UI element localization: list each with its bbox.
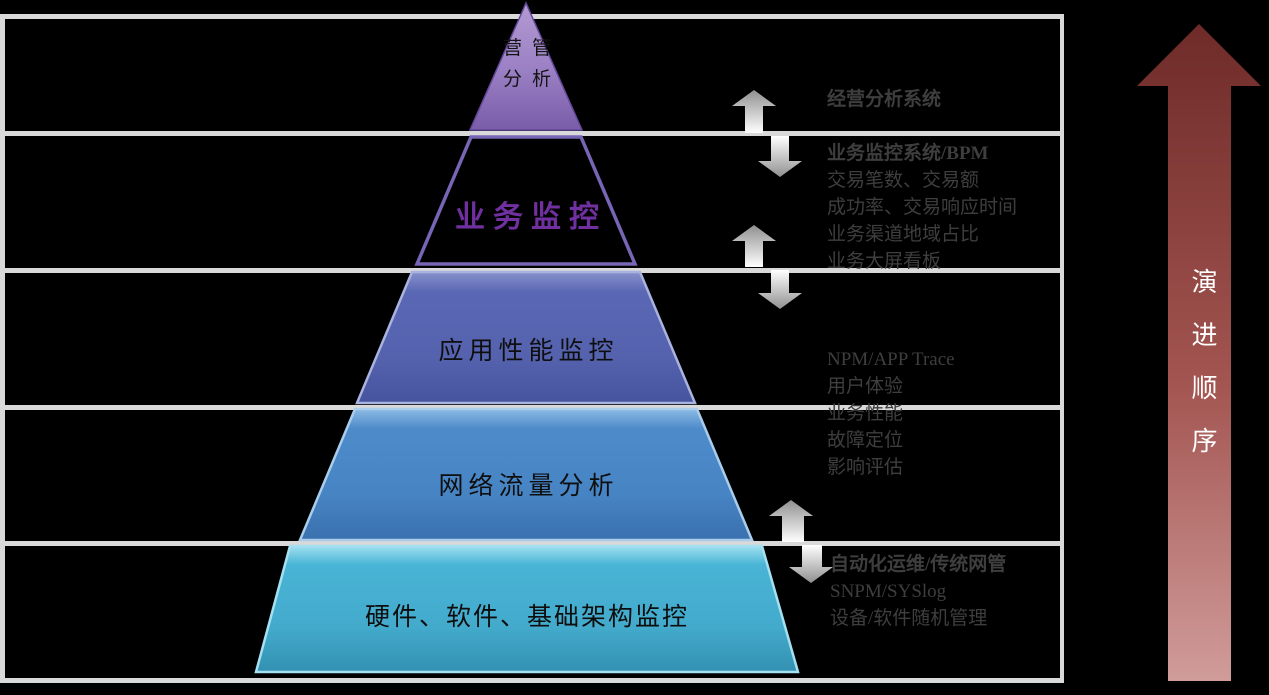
pyramid-level3-label: 应用性能监控 <box>438 338 619 365</box>
annotation-line: SNPM/SYSlog <box>830 581 947 602</box>
pyramid-level4-label: 网络流量分析 <box>438 473 619 500</box>
grid-border-right <box>1060 14 1064 683</box>
grid-line-row2-row3 <box>4 268 1060 273</box>
pyramid-level2-shape <box>414 135 638 266</box>
grid-line-row4-row5 <box>4 541 1060 546</box>
grid-line-bottom <box>0 678 1064 683</box>
grid-line-row1-row2 <box>4 131 1060 136</box>
annotation-apm: NPM/APP Trace 用户体验 业务性能 故障定位 影响评估 <box>827 346 955 481</box>
annotation-line: 用户体验 <box>827 376 904 397</box>
down-arrow-icon <box>789 545 833 583</box>
pyramid-level5-shape <box>254 544 800 674</box>
annotation-line: 业务监控系统/BPM <box>827 143 989 164</box>
annotation-line: 设备/软件随机管理 <box>830 608 988 629</box>
annotation-business-analysis: 经营分析系统 <box>827 86 941 113</box>
down-arrow-icon <box>758 270 802 309</box>
annotation-line: 经营分析系统 <box>827 89 942 110</box>
annotation-line: 业务性能 <box>827 403 904 424</box>
down-arrow-icon <box>758 136 802 177</box>
annotation-infrastructure: 自动化运维/传统网管 SNPM/SYSlog 设备/软件随机管理 <box>830 551 1006 632</box>
pyramid-level1-line1: 营管 <box>502 38 561 59</box>
annotation-line: 交易笔数、交易额 <box>827 170 980 191</box>
pyramid-level5-label: 硬件、软件、基础架构监控 <box>364 604 689 631</box>
pyramid-level4-shape <box>298 407 754 542</box>
pyramid-level1-label: 营管 分析 <box>457 33 597 95</box>
grid-line-row3-row4 <box>4 405 1060 410</box>
up-arrow-icon <box>732 90 776 133</box>
evolution-arrow-icon <box>1137 24 1261 681</box>
annotation-line: NPM/APP Trace <box>827 349 955 370</box>
pyramid-level3-shape <box>355 270 697 405</box>
up-arrow-icon <box>769 500 813 542</box>
grid-border-left <box>0 14 5 683</box>
annotation-business-monitoring: 业务监控系统/BPM 交易笔数、交易额 成功率、交易响应时间 业务渠道地域占比 … <box>827 140 1017 275</box>
annotation-line: 业务大屏看板 <box>827 251 942 272</box>
pyramid-level1-shape <box>468 1 584 131</box>
annotation-line: 故障定位 <box>827 430 904 451</box>
pyramid-level1-line2: 分析 <box>502 69 561 90</box>
up-arrow-icon <box>732 225 776 267</box>
pyramid-level2-label: 业务监控 <box>455 201 607 234</box>
annotation-line: 成功率、交易响应时间 <box>827 197 1018 218</box>
evolution-arrow-label: 演进顺序 <box>1188 268 1217 480</box>
annotation-line: 影响评估 <box>827 457 904 478</box>
annotation-line: 业务渠道地域占比 <box>827 224 980 245</box>
annotation-line: 自动化运维/传统网管 <box>830 554 1007 575</box>
